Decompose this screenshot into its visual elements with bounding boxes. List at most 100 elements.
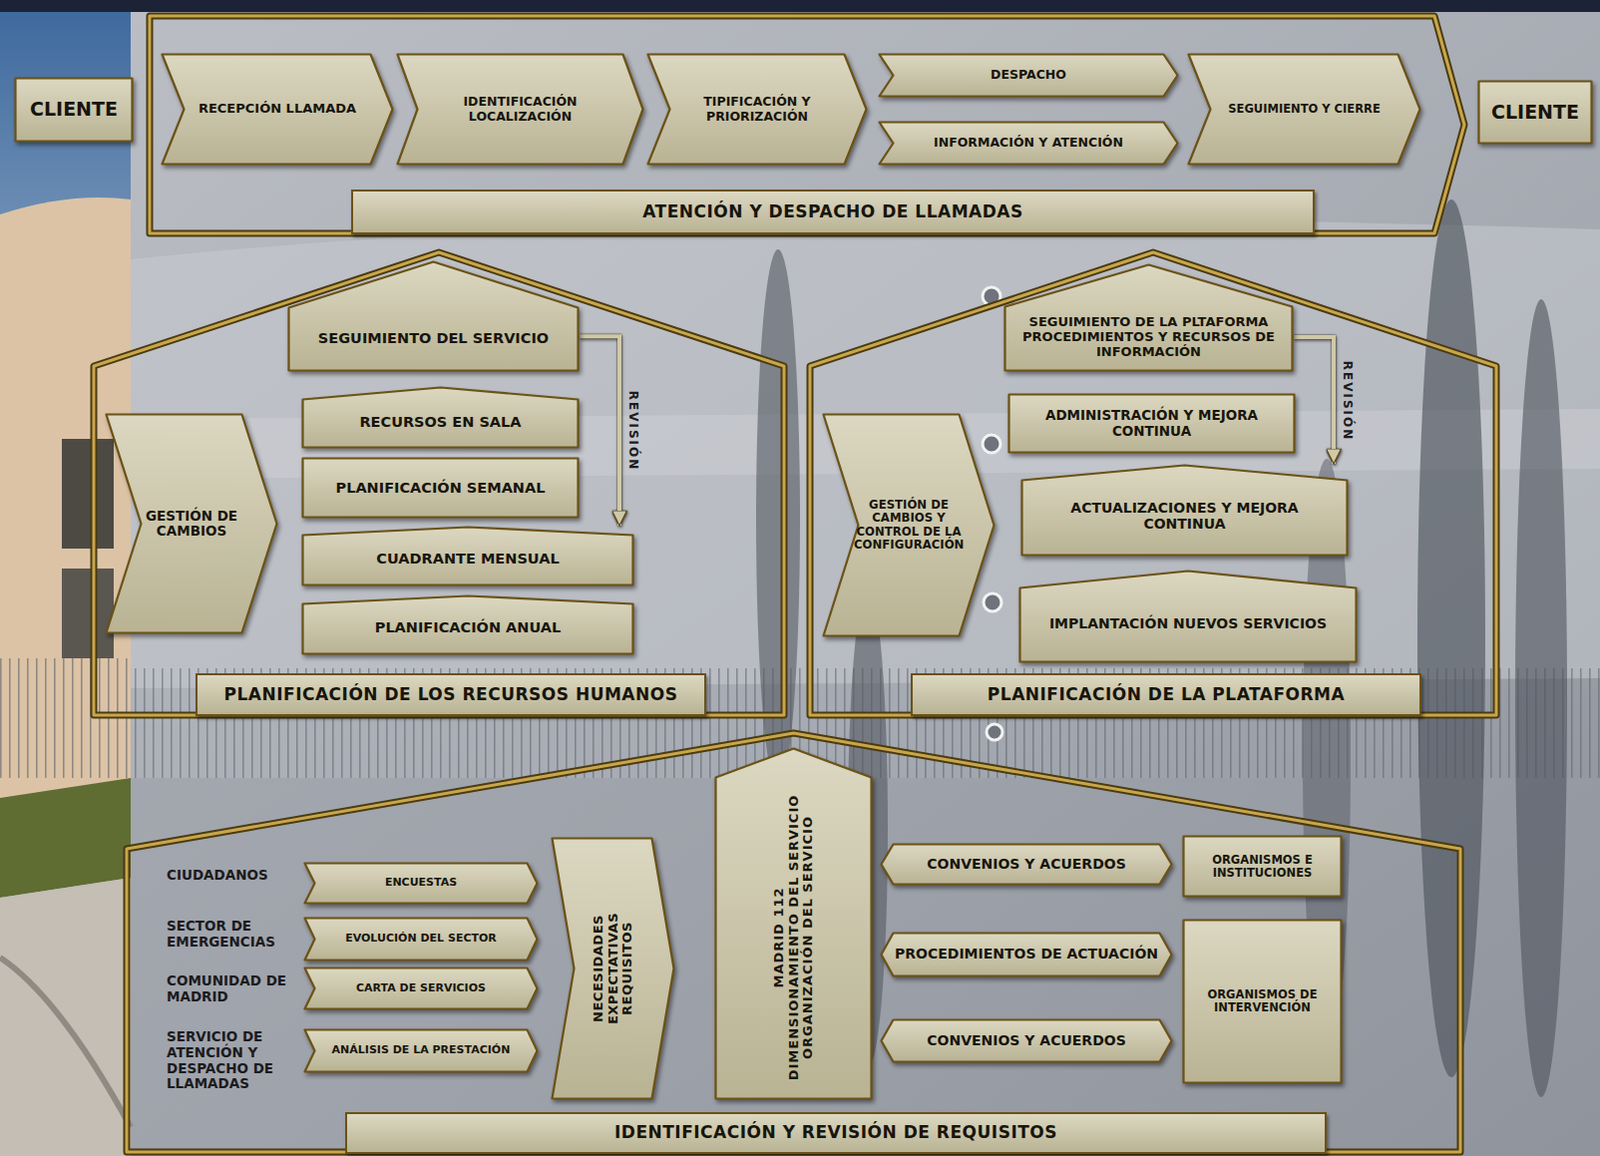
box-label: EVOLUCIÓN DEL SECTOR — [345, 932, 497, 945]
box-fill — [106, 414, 278, 634]
tree-shape — [1417, 199, 1486, 1078]
text-block: ORGANISMOS E INSTITUCIONES — [1188, 853, 1337, 880]
text-block: NECESIDADES EXPECTATIVAS REQUISITOS — [590, 893, 635, 1044]
stakeholder-label: COMUNIDAD DE MADRID — [166, 973, 289, 1006]
text-block: CARTA DE SERVICIOS — [356, 982, 486, 995]
agreement-arrow: PROCEDIMIENTOS DE ACTUACIÓN — [879, 931, 1174, 978]
text-block: GESTIÓN DE CAMBIOS — [136, 508, 247, 540]
box-label: DIMENSIONAMIENTO DEL SERVICIO ORGANIZACI… — [786, 780, 815, 1095]
stakeholder-label: CIUDADANOS — [166, 867, 289, 884]
process-step: INFORMACIÓN Y ATENCIÓN — [877, 120, 1180, 166]
box-label: SEGUIMIENTO DE LA PLTAFORMA PROCEDIMIENT… — [1011, 315, 1286, 360]
process-frame: RECEPCIÓN LLAMADA IDENTIFICACIÓN LOCALIZA… — [145, 11, 1469, 238]
box-shape — [287, 260, 580, 373]
ring-mark — [983, 593, 1002, 612]
outline-gold — [126, 733, 1461, 1153]
text-area: TIPIFICACIÓN Y PRIORIZACIÓN — [668, 57, 846, 161]
box-fill — [1009, 395, 1295, 453]
process-step: DESPACHO — [877, 52, 1180, 98]
organization-box: ORGANISMOS E INSTITUCIONES — [1182, 834, 1343, 898]
pavement-shape — [0, 877, 131, 1156]
box-label: CARTA DE SERVICIOS — [356, 982, 486, 995]
text-block: CLIENTE — [29, 98, 118, 120]
input-chevron: ANÁLISIS DE LA PRESTACIÓN — [303, 1028, 539, 1074]
box-fill — [1020, 571, 1357, 663]
section-title: PLANIFICACIÓN DE LOS RECURSOS HUMANOS — [224, 685, 679, 705]
ring-mark — [986, 724, 1003, 741]
box-label: CLIENTE — [29, 98, 118, 120]
text-block: CUADRANTE MENSUAL — [376, 550, 559, 567]
edge-label: REVISIÓN — [626, 391, 641, 472]
task-box: RECURSOS EN SALA — [301, 386, 580, 449]
section-title: PLANIFICACIÓN DE LA PLATAFORMA — [987, 685, 1345, 705]
process-step: RECEPCIÓN LLAMADA — [160, 52, 395, 166]
text-block: ANÁLISIS DE LA PRESTACIÓN — [332, 1044, 511, 1057]
section-title: IDENTIFICACIÓN Y REVISIÓN DE REQUISITOS — [614, 1123, 1058, 1143]
text-block: SEGUIMIENTO Y CIERRE — [1227, 102, 1381, 116]
text-block: SEGUIMIENTO DEL SERVICIO — [318, 330, 549, 347]
band-text: IDENTIFICACIÓN Y REVISIÓN DE REQUISITOS — [614, 1123, 1058, 1143]
box-fill — [15, 78, 133, 142]
box-fill — [879, 54, 1179, 97]
box-fill — [305, 968, 538, 1010]
text-area: ORGANISMOS E INSTITUCIONES — [1188, 840, 1337, 892]
text-area: DESPACHO — [892, 57, 1165, 93]
text-block: IMPLANTACIÓN NUEVOS SERVICIOS — [1049, 616, 1327, 633]
text-block: IDENTIFICACIÓN LOCALIZACIÓN — [415, 94, 625, 123]
box-label: IMPLANTACIÓN NUEVOS SERVICIOS — [1049, 616, 1327, 633]
input-chevron: ENCUESTAS — [303, 861, 539, 905]
task-box: SEGUIMIENTO DEL SERVICIO — [287, 260, 580, 373]
box-label: CONVENIOS Y ACUERDOS — [926, 856, 1127, 873]
requirements-house: ENCUESTAS EVOLUCIÓN DEL SECTOR CARTA DE SE… — [122, 729, 1465, 1156]
box-label: CONVENIOS Y ACUERDOS — [926, 1033, 1127, 1050]
task-box: PLANIFICACIÓN ANUAL — [301, 594, 635, 656]
text-block: SEGUIMIENTO DE LA PLTAFORMA PROCEDIMIENT… — [1011, 315, 1286, 360]
text-area: SEGUIMIENTO DEL SERVICIO — [295, 310, 572, 367]
box-label: DESPACHO — [990, 67, 1067, 82]
box-fill — [648, 54, 867, 165]
box-fill — [1479, 81, 1593, 144]
sky-shape — [0, 11, 131, 1156]
box-fill — [303, 527, 634, 586]
text-area: ENCUESTAS — [315, 866, 527, 900]
text-block: ADMINISTRACIÓN Y MEJORA CONTINUA — [1013, 407, 1290, 439]
box-label: ANÁLISIS DE LA PRESTACIÓN — [332, 1044, 511, 1057]
text-block: ACTUALIZACIONES Y MEJORA CONTINUA — [1028, 500, 1341, 533]
box-fill — [305, 918, 538, 961]
change-chevron: GESTIÓN DE CAMBIOS Y CONTROL DE LA CONFI… — [821, 412, 996, 638]
box-label: ENCUESTAS — [385, 876, 457, 889]
curb-line — [0, 957, 131, 1128]
text-area: CONVENIOS Y ACUERDOS — [893, 1023, 1160, 1059]
service-house: MADRID 112DIMENSIONAMIENTO DEL SERVICIO … — [714, 747, 873, 1101]
building-shape — [130, 219, 1600, 689]
box-label: PROCEDIMIENTOS DE ACTUACIÓN — [894, 946, 1159, 963]
tree-shape — [756, 249, 800, 789]
outline-dark — [93, 252, 785, 716]
text-area: CLIENTE — [19, 82, 128, 137]
text-area: PROCEDIMIENTOS DE ACTUACIÓN — [893, 936, 1160, 973]
text-area: GESTIÓN DE CAMBIOS — [136, 417, 247, 630]
box-label: RECEPCIÓN LLAMADA — [198, 101, 357, 117]
agreement-arrow: CONVENIOS Y ACUERDOS — [879, 1018, 1174, 1064]
band-text: PLANIFICACIÓN DE LA PLATAFORMA — [987, 685, 1345, 705]
stakeholder-label: SECTOR DE EMERGENCIAS — [166, 918, 289, 951]
box-label: MADRID 112 — [771, 780, 787, 1095]
stakeholder-label: SERVICIO DE ATENCIÓN Y DESPACHO DE LLAMA… — [166, 1029, 289, 1093]
text-block: TIPIFICACIÓN Y PRIORIZACIÓN — [668, 94, 846, 123]
client-box: CLIENTE — [13, 76, 134, 143]
requirements-chevron: NECESIDADES EXPECTATIVAS REQUISITOS — [550, 836, 676, 1101]
text-block: GESTIÓN DE CAMBIOS Y CONTROL DE LA CONFI… — [853, 498, 964, 552]
text-block: ORGANISMOS DE INTERVENCIÓN — [1188, 988, 1337, 1015]
window-shape — [61, 568, 114, 659]
text-block: DESPACHO — [990, 67, 1067, 82]
box-fill — [303, 458, 579, 518]
box-label: PLANIFICACIÓN ANUAL — [375, 619, 561, 636]
text-area: RECURSOS EN SALA — [309, 401, 572, 443]
box-label: GESTIÓN DE CAMBIOS — [136, 508, 247, 540]
box-fill — [303, 596, 634, 655]
outline-gold — [93, 252, 785, 716]
box-fill — [881, 933, 1173, 977]
box-fill — [879, 122, 1179, 165]
input-chevron: EVOLUCIÓN DEL SECTOR — [303, 916, 539, 962]
